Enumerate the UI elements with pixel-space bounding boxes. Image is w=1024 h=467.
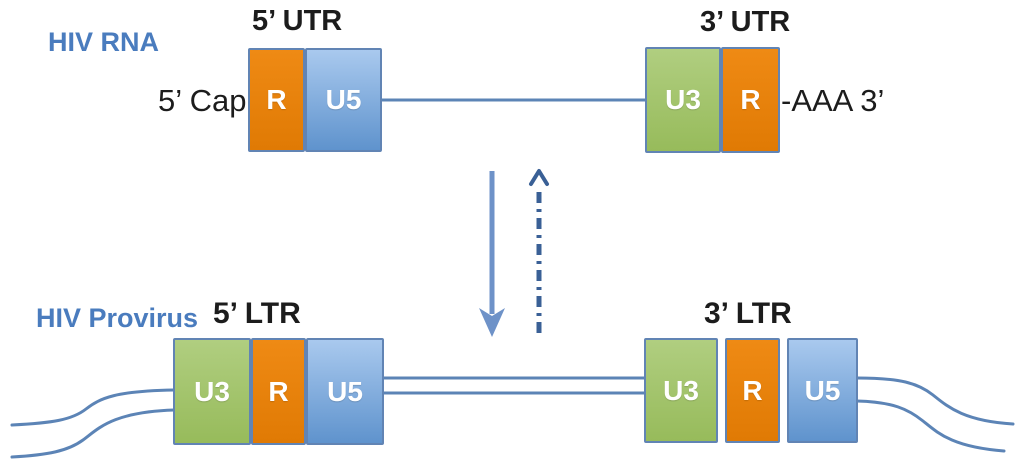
rna-u5-box-label: U5 [325, 84, 362, 115]
provirus-3ltr-u5-box: U5 [787, 338, 858, 443]
provirus-5ltr-u3-box: U3 [173, 338, 251, 445]
utr3-label: 3’ UTR [700, 6, 791, 38]
provirus-5ltr-u3-label: U3 [194, 375, 230, 407]
provirus-5ltr-r-label: R [268, 375, 289, 407]
down-arrow-head [479, 308, 505, 337]
hiv-provirus-label: HIV Provirus [36, 303, 199, 333]
host-dna-right-top-curve [855, 376, 1015, 426]
host-dna-right-bottom-curve [855, 399, 1006, 453]
provirus-3ltr-r-label: R [742, 374, 763, 406]
provirus-3ltr-u3-box: U3 [644, 338, 718, 443]
rna-r-box-5prime: R [248, 48, 305, 152]
rna-u5-box: U5 [305, 48, 382, 152]
host-dna-left-bottom-curve [10, 408, 176, 459]
five-cap-label: 5’ Cap [158, 83, 247, 118]
rna-r-box-3prime: R [721, 47, 780, 153]
host-dna-left-top-curve [10, 388, 176, 427]
rna-u3-box-label: U3 [665, 84, 701, 115]
ltr3-label: 3’ LTR [704, 297, 792, 330]
provirus-5ltr-u5-box: U5 [306, 338, 384, 445]
up-arrow-head [529, 169, 549, 186]
rna-r-box-3prime-label: R [740, 84, 761, 115]
provirus-5ltr-r-box: R [251, 338, 306, 445]
provirus-5ltr-u5-label: U5 [327, 375, 363, 407]
provirus-3ltr-u5-label: U5 [804, 374, 841, 406]
rna-u3-box: U3 [645, 47, 721, 153]
provirus-3ltr-u3-label: U3 [663, 374, 699, 406]
rna-r-box-5prime-label: R [266, 84, 287, 115]
provirus-3ltr-r-box: R [725, 338, 780, 443]
ltr5-label: 5’ LTR [213, 297, 301, 330]
utr5-label: 5’ UTR [252, 5, 343, 37]
hiv-rna-label: HIV RNA [48, 27, 160, 57]
polya-label: -AAA 3’ [781, 83, 885, 118]
